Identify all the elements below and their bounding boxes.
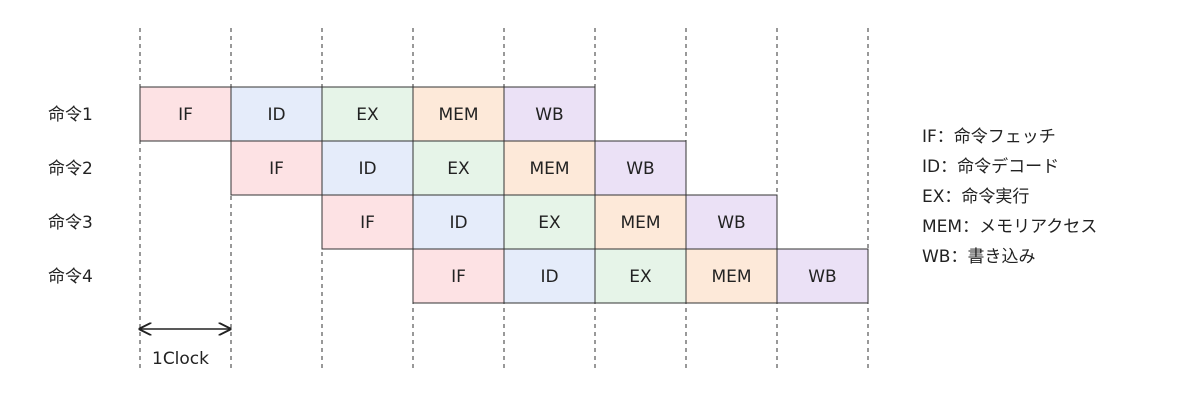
stage-cell xyxy=(503,86,596,142)
stage-label: MEM xyxy=(438,105,478,125)
instruction-row: 命令2 IF ID EX MEM WB xyxy=(48,140,687,196)
stage-label: IF xyxy=(451,267,466,287)
instruction-label: 命令3 xyxy=(48,213,93,233)
stage-label: ID xyxy=(358,159,376,179)
stage-label: EX xyxy=(447,159,470,179)
stage-label: WB xyxy=(717,213,745,233)
stage-label: EX xyxy=(629,267,652,287)
stage-cell xyxy=(412,140,505,196)
stage-label: ID xyxy=(540,267,558,287)
stage-label: MEM xyxy=(529,159,569,179)
legend-item: WB：書き込み xyxy=(922,247,1035,267)
stage-label: WB xyxy=(808,267,836,287)
stage-cell xyxy=(685,194,778,250)
stage-label: EX xyxy=(356,105,379,125)
stage-cell xyxy=(594,248,687,304)
instruction-label: 命令1 xyxy=(48,105,93,125)
instruction-label: 命令2 xyxy=(48,159,93,179)
stage-legend: IF：命令フェッチ ID：命令デコード EX：命令実行 MEM：メモリアクセス WB：書… xyxy=(922,127,1097,267)
stage-cell xyxy=(503,194,596,250)
stage-cell xyxy=(321,140,414,196)
stage-label: MEM xyxy=(711,267,751,287)
legend-item: MEM：メモリアクセス xyxy=(922,217,1097,237)
stage-label: EX xyxy=(538,213,561,233)
instruction-row: 命令3 IF ID EX MEM WB xyxy=(48,194,778,250)
stage-label: IF xyxy=(269,159,284,179)
legend-item: ID：命令デコード xyxy=(922,156,1059,177)
stage-label: IF xyxy=(178,105,193,125)
clock-label: 1Clock xyxy=(152,349,209,369)
stage-cell xyxy=(503,248,596,304)
legend-item: IF：命令フェッチ xyxy=(922,127,1056,147)
stage-cell xyxy=(230,140,323,196)
stage-cell xyxy=(412,86,505,142)
stage-cell xyxy=(594,194,687,250)
stage-label: WB xyxy=(626,159,654,179)
instruction-row: 命令1 IF ID EX MEM WB xyxy=(48,86,596,142)
stage-label: ID xyxy=(267,105,285,125)
legend-item: EX：命令実行 xyxy=(922,187,1029,207)
stage-cell xyxy=(321,194,414,250)
instruction-label: 命令4 xyxy=(48,267,93,287)
stage-label: MEM xyxy=(620,213,660,233)
stage-label: IF xyxy=(360,213,375,233)
stage-label: ID xyxy=(449,213,467,233)
instruction-row: 命令4 IF ID EX MEM WB xyxy=(48,248,869,304)
stage-cell xyxy=(412,194,505,250)
stage-label: WB xyxy=(535,105,563,125)
stage-cell xyxy=(776,248,869,304)
stage-cell xyxy=(139,86,232,142)
clock-indicator: 1Clock xyxy=(140,329,230,369)
stage-cell xyxy=(594,140,687,196)
